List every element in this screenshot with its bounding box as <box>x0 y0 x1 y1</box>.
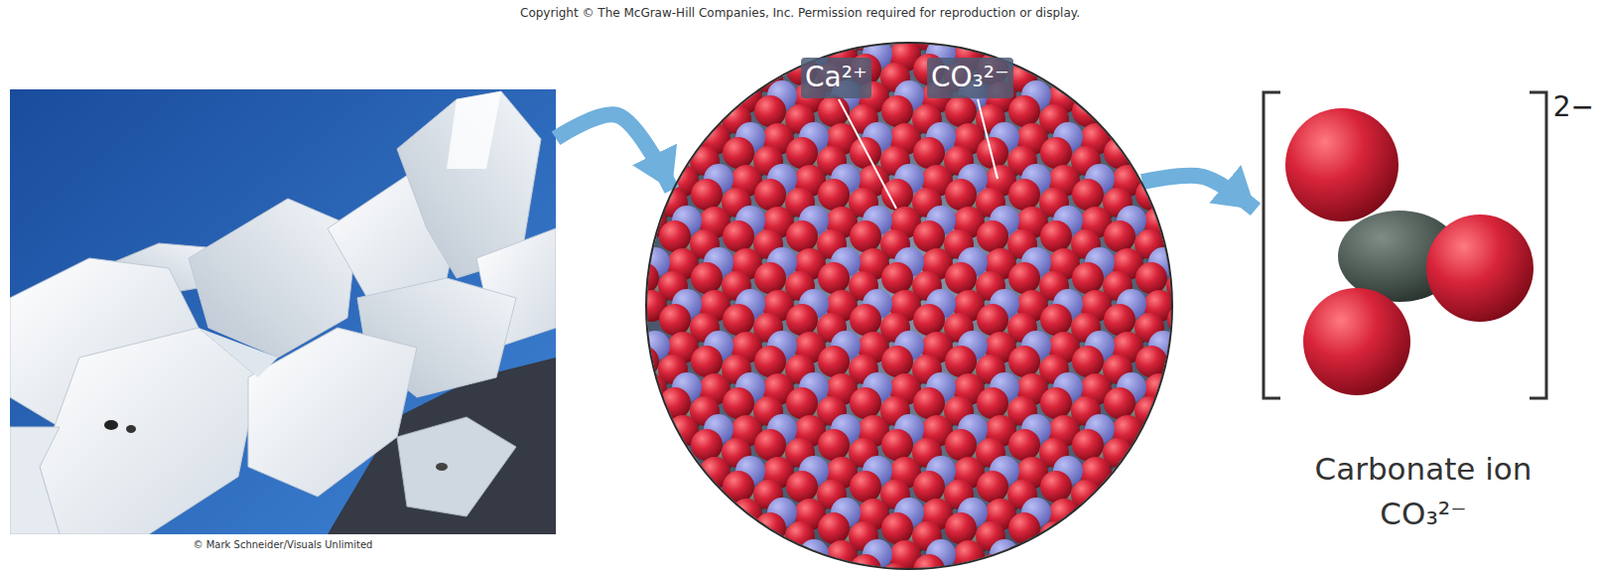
crystal-lattice <box>608 11 1292 574</box>
crystal-photo <box>9 89 556 534</box>
carbonate-model <box>1263 92 1547 399</box>
photo-frame: © Mark Schneider/Visuals Unlimited <box>9 89 556 534</box>
carbonate-ion: 2− Carbonate ion CO₃²⁻ <box>1255 87 1594 564</box>
photo-credit: © Mark Schneider/Visuals Unlimited <box>9 537 556 553</box>
lattice-circle: Ca²⁺ CO₃²⁻ <box>645 41 1174 570</box>
leader-line <box>977 99 998 179</box>
ion-label: Ca²⁺ <box>800 57 872 99</box>
copyright-note: Copyright © The McGraw-Hill Companies, I… <box>0 5 1600 20</box>
charge-label: 2− <box>1553 87 1595 129</box>
pointer-arrow <box>555 114 672 190</box>
pointer-arrow <box>1142 175 1256 210</box>
caption-text: Carbonate ion CO₃²⁻ <box>1304 446 1543 536</box>
ion-label: CO₃²⁻ <box>927 57 1014 99</box>
leader-line <box>838 99 897 209</box>
